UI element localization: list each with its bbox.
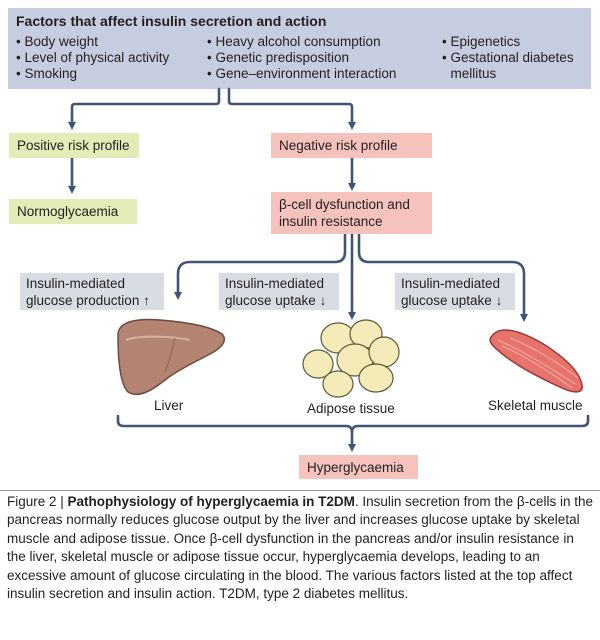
adipose-cells-icon [302,319,400,398]
flow-connectors [68,87,590,452]
adipose-effect-label: Insulin-mediated glucose uptake ↓ [219,273,339,310]
positive-risk-profile-box: Positive risk profile [9,133,139,158]
negative-risk-profile-label: Negative risk profile [279,138,398,153]
factor-item: • Level of physical activity [16,50,170,65]
factor-item: • Gene–environment interaction [207,66,397,81]
factors-column-1: • Body weight • Level of physical activi… [16,34,169,82]
dysfunction-label-line1: β-cell dysfunction and [279,197,410,212]
hyperglycaemia-label: Hyperglycaemia [307,460,404,475]
factor-item: • Gestational diabetes [442,50,574,65]
skeletal-muscle-icon [489,329,583,393]
normoglycaemia-label: Normoglycaemia [17,204,119,219]
caption-divider [0,490,600,491]
factor-item: • Genetic predisposition [207,50,350,65]
skeletal-muscle-label: Skeletal muscle [488,398,583,413]
liver-effect-label: Insulin-mediated glucose production ↑ [20,273,164,310]
factor-item: • mellitus [450,66,497,81]
caption-title: Pathophysiology of hyperglycaemia in T2D… [67,494,355,509]
arrow-to-negative [227,87,356,130]
factors-column-3: • Epigenetics • Gestational diabetes • m… [442,34,574,82]
arrow-to-positive [68,87,221,130]
factors-panel [8,8,591,89]
arrow-to-muscle [357,230,528,322]
beta-cell-dysfunction-box: β-cell dysfunction and insulin resistanc… [271,192,432,234]
factors-title: Factors that affect insulin secretion an… [16,13,327,29]
caption-body: . Insulin secretion from the β-cells in … [7,494,593,602]
arrow-to-liver [174,230,347,300]
factor-item: • Body weight [16,34,99,49]
factor-item: • Smoking [16,66,78,81]
hyperglycaemia-box: Hyperglycaemia [299,455,418,479]
positive-risk-profile-label: Positive risk profile [17,138,130,153]
liver-label: Liver [154,398,184,413]
figure-caption: Figure 2 | Pathophysiology of hyperglyca… [7,493,593,603]
liver-icon [117,318,226,396]
adipose-tissue-label: Adipose tissue [307,401,395,416]
bracket-to-hyper [116,414,590,434]
dysfunction-label-line2: insulin resistance [279,214,383,229]
negative-risk-profile-box: Negative risk profile [271,133,432,158]
caption-label: Figure 2 | [7,494,68,509]
normoglycaemia-box: Normoglycaemia [9,199,137,224]
factor-item: • Heavy alcohol consumption [207,34,381,49]
factors-column-2: • Heavy alcohol consumption • Genetic pr… [207,34,396,82]
factor-item: • Epigenetics [442,34,521,49]
muscle-effect-label: Insulin-mediated glucose uptake ↓ [395,273,515,310]
